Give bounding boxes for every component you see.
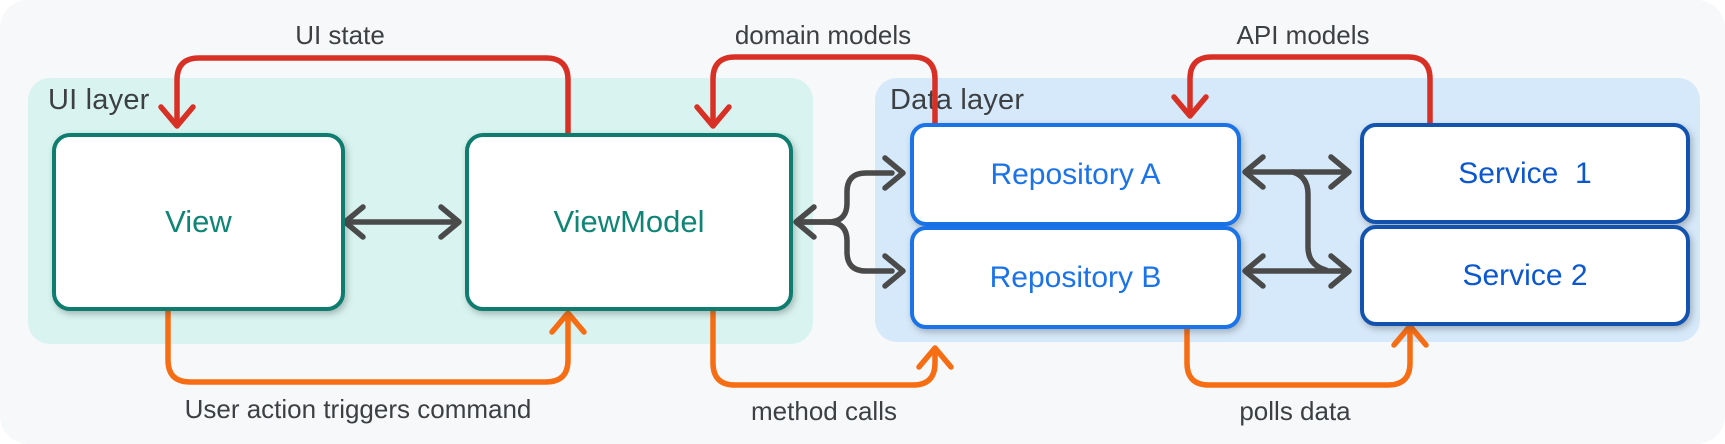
data-layer-title: Data layer	[890, 84, 1025, 116]
repository-b-node-label: Repository B	[989, 260, 1162, 294]
view-node: View	[52, 133, 345, 311]
repository-b-node: Repository B	[910, 226, 1241, 329]
repository-a-node: Repository A	[910, 123, 1241, 226]
ui-layer-title: UI layer	[48, 84, 150, 116]
repository-a-node-label: Repository A	[990, 157, 1161, 191]
api-models-label: API models	[1236, 20, 1370, 50]
service-1-node-label: Service 1	[1458, 156, 1592, 190]
viewmodel-node: ViewModel	[465, 133, 793, 311]
polls-data-label: polls data	[1239, 396, 1351, 426]
method-calls-arrowhead	[916, 345, 954, 370]
view-node-label: View	[165, 204, 232, 239]
service-1-node: Service 1	[1360, 123, 1690, 224]
domain-models-label: domain models	[734, 20, 912, 50]
service-2-node: Service 2	[1360, 225, 1690, 326]
ui-state-label: UI state	[295, 20, 385, 50]
method-calls-label: method calls	[751, 396, 897, 426]
service-2-node-label: Service 2	[1462, 258, 1588, 292]
viewmodel-node-label: ViewModel	[553, 204, 705, 239]
user-action-label: User action triggers command	[184, 394, 532, 424]
